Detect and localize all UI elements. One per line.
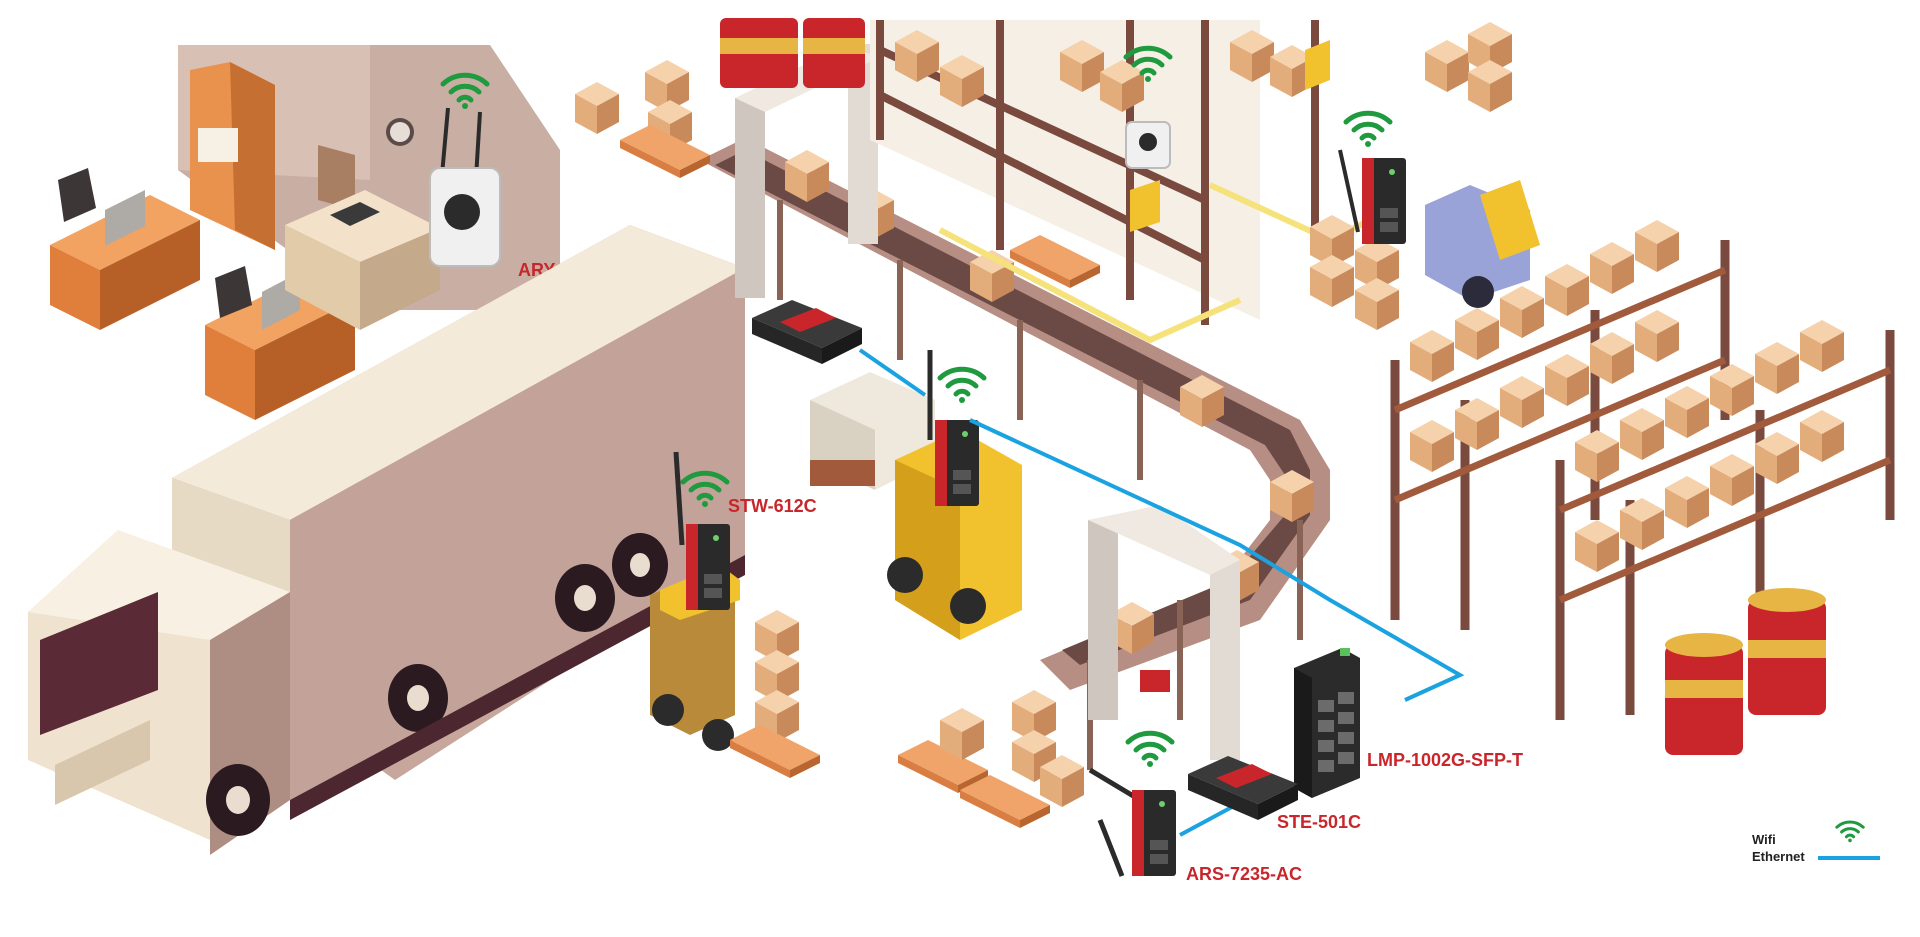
wall-picture	[318, 145, 355, 210]
forklift-center	[810, 350, 1022, 640]
legend-wifi-label: Wifi	[1752, 832, 1776, 847]
storage-shelves-right	[1390, 220, 1895, 720]
wifi-icon	[1835, 820, 1865, 844]
label-stw-612c: STW-612C	[728, 496, 817, 516]
scanner-gate-bottom	[1088, 505, 1240, 760]
serial-server-top	[752, 300, 862, 364]
forklift-blue	[1425, 180, 1540, 308]
oil-barrels	[1665, 588, 1826, 755]
serial-server-ste	[1188, 756, 1298, 820]
serial-server-icon	[1188, 756, 1298, 820]
pallet-stacks-bottom	[898, 690, 1084, 828]
office-desk-1	[50, 168, 200, 330]
wifi-icon	[1128, 733, 1172, 767]
router-icon	[935, 420, 979, 506]
serial-server-icon	[752, 300, 862, 364]
label-ars-7235-ac: ARS-7235-AC	[1186, 864, 1302, 884]
legend-ethernet-label: Ethernet	[1752, 849, 1805, 864]
wifi-icon	[1346, 113, 1390, 147]
router-icon	[1362, 158, 1406, 244]
office-desk-3	[285, 190, 440, 330]
access-point-shelf	[1126, 48, 1170, 169]
truck-windshield	[40, 592, 158, 735]
label-ste-501c: STE-501C	[1277, 812, 1361, 832]
router-top-right	[1338, 113, 1406, 244]
router-icon	[1132, 790, 1176, 876]
label-lmp-1002g-sfp-t: LMP-1002G-SFP-T	[1367, 750, 1523, 770]
access-point-ary	[429, 75, 501, 267]
legend: Wifi Ethernet	[1752, 820, 1880, 864]
truck	[28, 225, 745, 855]
wifi-icon	[940, 369, 984, 403]
forklift-left	[650, 451, 820, 778]
switch-lmp	[1294, 648, 1360, 798]
router-ars	[1088, 733, 1176, 877]
router-icon	[686, 524, 730, 610]
